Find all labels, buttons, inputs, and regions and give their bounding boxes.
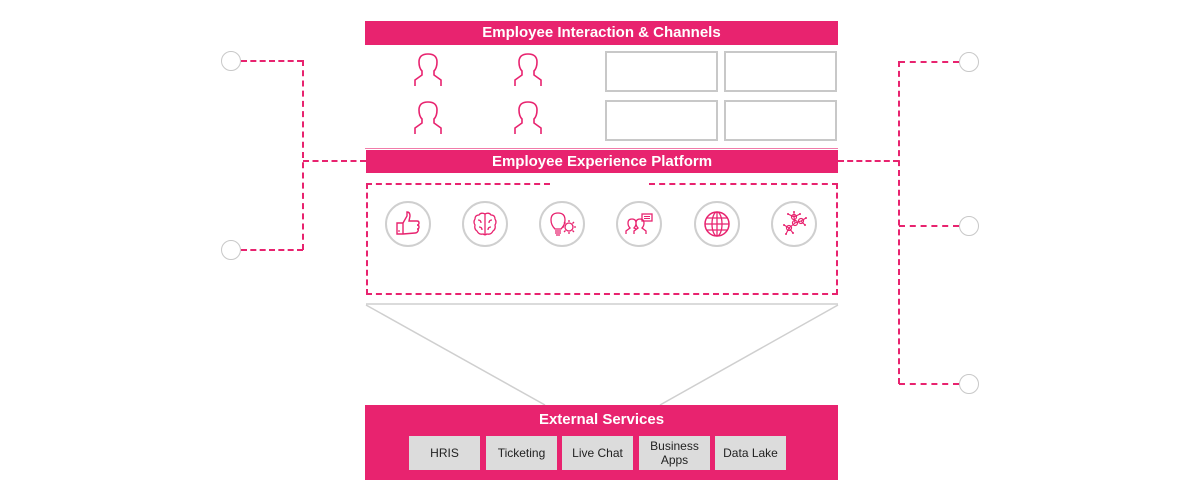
right-connector-vertical xyxy=(898,61,900,384)
capability-network xyxy=(771,201,817,247)
platform-capabilities-box xyxy=(366,183,838,295)
service-data-lake: Data Lake xyxy=(715,436,786,470)
platform-header: Employee Experience Platform xyxy=(366,150,838,173)
left-connector-bottom xyxy=(241,249,303,251)
brain-icon xyxy=(473,212,497,236)
left-node-top xyxy=(221,51,241,71)
people-chat-icon xyxy=(625,213,653,234)
right-node-top xyxy=(959,52,979,72)
left-connector-to-platform xyxy=(303,160,366,162)
capability-thumbs-up xyxy=(385,201,431,247)
channel-box xyxy=(605,51,718,92)
interaction-title: Employee Interaction & Channels xyxy=(482,24,721,41)
person-icon xyxy=(514,53,542,86)
right-connector-to-platform xyxy=(838,160,899,162)
channel-box xyxy=(724,51,837,92)
person-icon xyxy=(414,53,442,86)
channel-box xyxy=(724,100,837,141)
channel-box xyxy=(605,100,718,141)
right-connector-top xyxy=(899,61,959,63)
service-live-chat: Live Chat xyxy=(562,436,633,470)
interaction-header: Employee Interaction & Channels xyxy=(365,21,838,45)
service-hris: HRIS xyxy=(409,436,480,470)
service-business-apps: Business Apps xyxy=(639,436,710,470)
right-connector-middle xyxy=(899,225,959,227)
person-icon xyxy=(414,101,442,134)
dashed-box-top-left xyxy=(366,183,550,185)
network-nodes-icon xyxy=(783,211,807,235)
left-connector-top xyxy=(241,60,303,62)
capability-people-chat xyxy=(616,201,662,247)
divider xyxy=(365,148,838,149)
globe-icon xyxy=(704,211,730,237)
right-node-bottom xyxy=(959,374,979,394)
dashed-box-top-right xyxy=(649,183,838,185)
platform-title: Employee Experience Platform xyxy=(491,153,713,170)
person-icon xyxy=(514,101,542,134)
capability-globe xyxy=(694,201,740,247)
right-connector-bottom xyxy=(899,383,959,385)
external-services-title: External Services xyxy=(538,411,665,428)
thumbs-up-icon xyxy=(396,211,420,235)
service-ticketing: Ticketing xyxy=(486,436,557,470)
capability-brain xyxy=(462,201,508,247)
capability-lightbulb-gear xyxy=(539,201,585,247)
right-node-middle xyxy=(959,216,979,236)
left-connector-vertical xyxy=(302,60,304,250)
lightbulb-gear-icon xyxy=(550,212,576,236)
left-node-bottom xyxy=(221,240,241,260)
